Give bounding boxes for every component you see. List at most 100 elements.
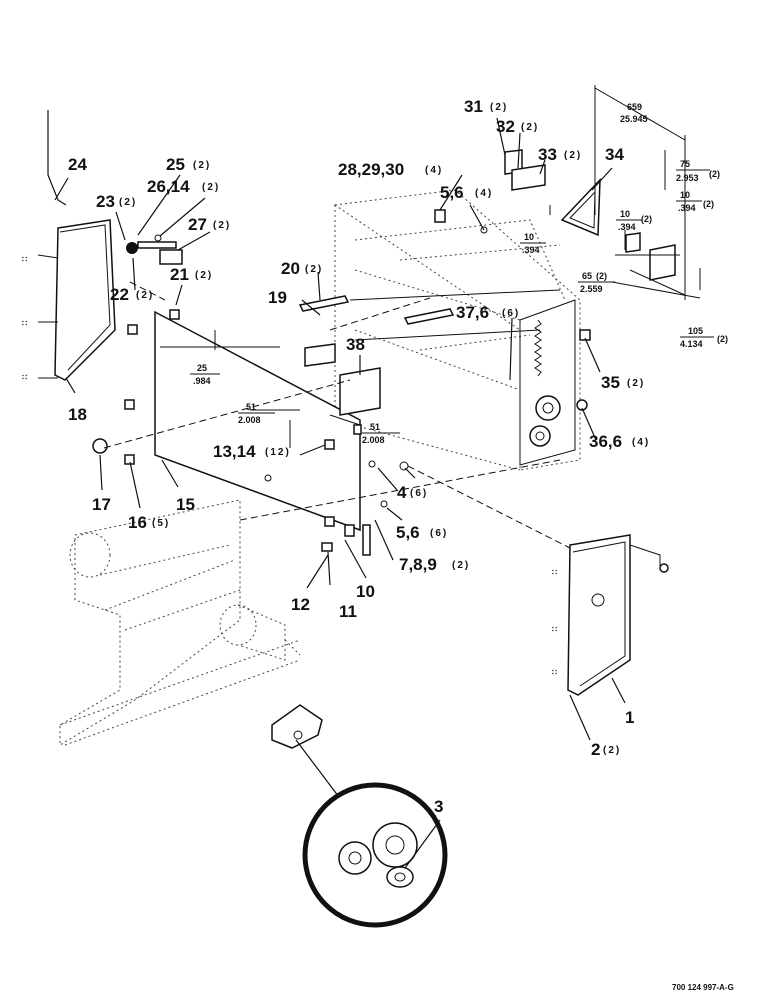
leader-lines: [54, 117, 626, 869]
svg-text:∷: ∷: [22, 319, 27, 328]
callout-33-qty: (2): [564, 150, 582, 161]
callout-17: 17: [92, 495, 111, 514]
callout-5-6-top-qty: (4): [475, 188, 493, 199]
callout-7-8-9: 7,8,9: [399, 555, 437, 574]
dim-75-in: 2.953: [676, 173, 699, 183]
callout-13-14: 13,14: [213, 442, 256, 461]
main-panel: [92, 309, 381, 556]
dim-51a-in: 2.008: [238, 415, 261, 425]
callout-34: 34: [605, 145, 624, 164]
frame-stand: [59, 499, 301, 746]
callout-2-qty: (2): [603, 745, 621, 756]
callout-4-qty: (6): [410, 488, 428, 499]
svg-text:∷: ∷: [552, 668, 557, 677]
callout-36-6-qty: (4): [632, 437, 650, 448]
dim-10c-in: .394: [522, 245, 540, 255]
hardware-misc: [103, 226, 588, 549]
dim-25-in: .984: [193, 376, 211, 386]
svg-text:∷: ∷: [22, 255, 27, 264]
dim-75-qty: (2): [709, 169, 720, 179]
drawing-code: 700 124 997-A-G: [672, 983, 734, 992]
callout-31-qty: (2): [490, 102, 508, 113]
right-shield: ∷ ∷ ∷: [552, 534, 669, 696]
callout-37-6: 37,6: [456, 303, 489, 322]
callout-26-14: 26,14: [147, 177, 190, 196]
left-shield: ∷ ∷ ∷: [22, 219, 116, 382]
callout-19: 19: [268, 288, 287, 307]
callout-1: 1: [625, 708, 634, 727]
callout-24: 24: [68, 155, 87, 174]
dim-105-in: 4.134: [680, 339, 703, 349]
callout-25-qty: (2): [193, 160, 211, 171]
callout-31: 31: [464, 97, 483, 116]
callout-22-qty: (2): [136, 290, 154, 301]
dim-10a-qty: (2): [703, 199, 714, 209]
callout-32-qty: (2): [521, 122, 539, 133]
callout-23: 23: [96, 192, 115, 211]
callout-2: 2: [591, 740, 600, 759]
callout-38: 38: [346, 335, 365, 354]
callout-27-qty: (2): [213, 220, 231, 231]
dim-51a-mm: 51: [246, 402, 256, 412]
callout-7-8-9-qty: (2): [452, 560, 470, 571]
callout-16: 16: [128, 513, 147, 532]
callout-12: 12: [291, 595, 310, 614]
callout-22: 22: [110, 285, 129, 304]
dim-65-in: 2.559: [580, 284, 603, 294]
dim-51b-in: 2.008: [362, 435, 385, 445]
callout-35-qty: (2): [627, 378, 645, 389]
dim-65-mm: 65: [582, 271, 592, 281]
callout-25: 25: [166, 155, 185, 174]
callout-20: 20: [281, 259, 300, 278]
dim-10b-in: .394: [618, 222, 636, 232]
callout-21-qty: (2): [195, 270, 213, 281]
callout-28-29-30-qty: (4): [425, 165, 443, 176]
dim-25-mm: 25: [197, 363, 207, 373]
callout-18: 18: [68, 405, 87, 424]
callout-20-qty: (2): [305, 264, 323, 275]
dim-51b-mm: 51: [370, 422, 380, 432]
dim-10a-in: .394: [678, 203, 696, 213]
callout-10: 10: [356, 582, 375, 601]
hardware-top-left: [47, 110, 183, 265]
rear-housing: [298, 189, 591, 471]
dimension-labels: 659 25.945 75 2.953 (2) 10 .394 (2) 10 .…: [190, 102, 728, 445]
svg-text:∷: ∷: [552, 568, 557, 577]
decals: [504, 149, 676, 281]
dimension-lines: [214, 85, 701, 448]
dim-10b-qty: (2): [641, 214, 652, 224]
callout-35: 35: [601, 373, 620, 392]
svg-text:∷: ∷: [552, 625, 557, 634]
callout-3: 3: [434, 797, 443, 816]
dim-659-in: 25.945: [620, 114, 648, 124]
dim-659-mm: 659: [627, 102, 642, 112]
callout-28-29-30: 28,29,30: [338, 160, 404, 179]
svg-text:∷: ∷: [22, 373, 27, 382]
callout-11: 11: [339, 602, 357, 621]
callout-37-6-qty: (6): [502, 308, 520, 319]
detail-inset: [271, 704, 448, 928]
callout-4: 4: [397, 483, 407, 502]
callout-36-6: 36,6: [589, 432, 622, 451]
dim-105-mm: 105: [688, 326, 703, 336]
callout-21: 21: [170, 265, 189, 284]
callout-27: 27: [188, 215, 207, 234]
callout-5-6-bottom-qty: (6): [430, 528, 448, 539]
callout-labels: 24 25 (2) 23 (2) 26,14 (2) 27 (2) 22 (2)…: [68, 97, 650, 816]
dim-10c-mm: 10: [524, 232, 534, 242]
callout-5-6-top: 5,6: [440, 183, 464, 202]
dim-10b-mm: 10: [620, 209, 630, 219]
callout-32: 32: [496, 117, 515, 136]
callout-16-qty: (5): [152, 518, 170, 529]
callout-23-qty: (2): [119, 197, 137, 208]
callout-5-6-bottom: 5,6: [396, 523, 420, 542]
callout-26-14-qty: (2): [202, 182, 220, 193]
dim-105-qty: (2): [717, 334, 728, 344]
dim-75-mm: 75: [680, 159, 690, 169]
dim-65-qty: (2): [596, 271, 607, 281]
callout-15: 15: [176, 495, 195, 514]
callout-33: 33: [538, 145, 557, 164]
callout-13-14-qty: (12): [265, 447, 291, 458]
dim-10a-mm: 10: [680, 190, 690, 200]
